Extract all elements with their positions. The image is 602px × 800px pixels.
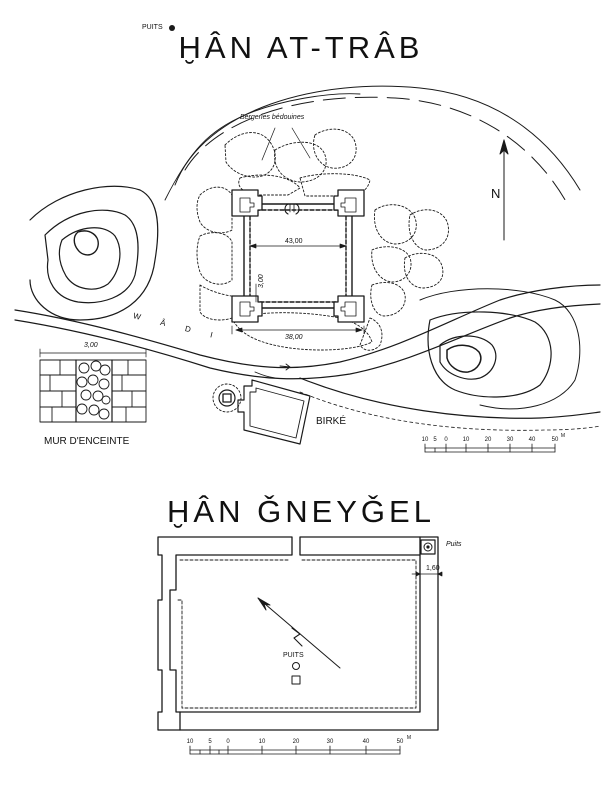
dim-width-label: 43,00: [285, 238, 303, 245]
scale-top-tick-3: 10: [462, 437, 470, 443]
scale-bottom-tick-0: 10: [186, 739, 194, 745]
dimension-lines: [231, 243, 365, 335]
scale-top-tick-7: 50: [551, 437, 559, 443]
scale-bottom-tick-7: 50: [396, 739, 404, 745]
scale-top-tick-4: 20: [484, 437, 492, 443]
north-label: N: [491, 186, 501, 201]
scale-bar-bottom: [189, 745, 401, 755]
scale-top-tick-2: 0: [444, 437, 448, 443]
terrain-contours: [29, 85, 581, 410]
scale-top-tick-1: 5: [433, 437, 437, 443]
north-arrow-top: [499, 139, 509, 241]
corner-tower-nw: [231, 189, 263, 217]
bergeries-label: Bergeries bédouines: [240, 114, 305, 121]
puits-center-label: PUITS: [283, 652, 304, 659]
puits-label: PUITS: [142, 24, 163, 31]
scale-top-tick-6: 40: [528, 437, 536, 443]
dim-tower-label: 3,00: [258, 274, 265, 288]
bergeries-leader-lines: [261, 127, 311, 161]
scale-bottom-tick-5: 30: [326, 739, 334, 745]
bergeries-enclosures: [196, 128, 449, 351]
puits-marker: [169, 25, 175, 31]
scale-bottom-unit: M: [406, 735, 412, 741]
scale-top-unit: M: [560, 433, 566, 439]
scale-bar-top: [424, 443, 556, 453]
scale-bottom-tick-1: 5: [208, 739, 212, 745]
scale-bottom-tick-4: 20: [292, 739, 300, 745]
corner-tower-ne: [333, 189, 365, 217]
bottom-plan-title: ḪÂN ǦNEYǦEL: [167, 494, 435, 529]
north-arrow-bottom: [257, 597, 341, 669]
birke-structure: [212, 379, 311, 445]
gneygel-outer-wall: [157, 536, 439, 731]
dim-depth-label: 38,00: [285, 334, 303, 341]
scale-bottom-tick-6: 40: [362, 739, 370, 745]
gneygel-well: [420, 539, 436, 555]
top-plan-title: ḪÂN AT-TRÂB: [178, 30, 424, 65]
wall-section-detail: [39, 348, 147, 423]
scale-bottom-tick-3: 10: [258, 739, 266, 745]
scale-bottom-tick-2: 0: [226, 739, 230, 745]
wadi-banks: [14, 284, 601, 431]
puits-corner-label: Puits: [446, 541, 462, 548]
scale-top-tick-0: 10: [421, 437, 429, 443]
birke-label: BIRKÉ: [316, 416, 347, 427]
dim-wall-label: 1,60: [426, 565, 440, 572]
wall-caption: MUR D'ENCEINTE: [44, 436, 130, 447]
corner-tower-se: [333, 295, 365, 323]
corner-tower-sw: [231, 295, 263, 323]
center-well-symbols: [291, 662, 301, 685]
gneygel-dim-mark: [411, 571, 443, 577]
khan-gate: [284, 203, 300, 215]
wall-dim-label: 3,00: [84, 342, 98, 349]
gneygel-inner-wall: [175, 559, 417, 709]
scale-top-tick-5: 30: [506, 437, 514, 443]
khan-walls: [243, 203, 353, 309]
